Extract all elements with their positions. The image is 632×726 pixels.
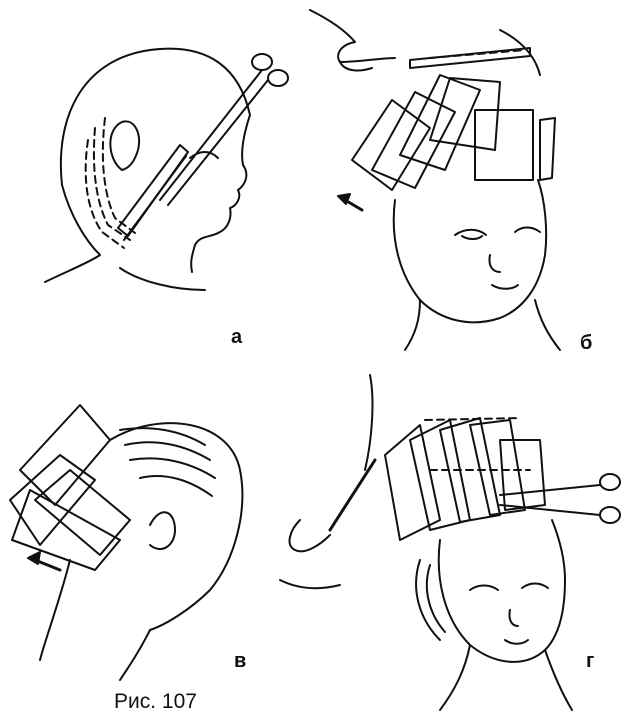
panel-label-c: в xyxy=(234,650,246,673)
panel-label-b: б xyxy=(580,332,592,355)
panel-b-drawing xyxy=(310,10,560,350)
figure-caption: Рис. 107 xyxy=(114,690,197,714)
panel-label-d: г xyxy=(586,650,594,673)
panel-d-drawing xyxy=(280,375,620,710)
panel-c-drawing xyxy=(10,405,242,680)
panel-label-a: а xyxy=(231,326,242,349)
panel-a-drawing xyxy=(45,49,288,290)
